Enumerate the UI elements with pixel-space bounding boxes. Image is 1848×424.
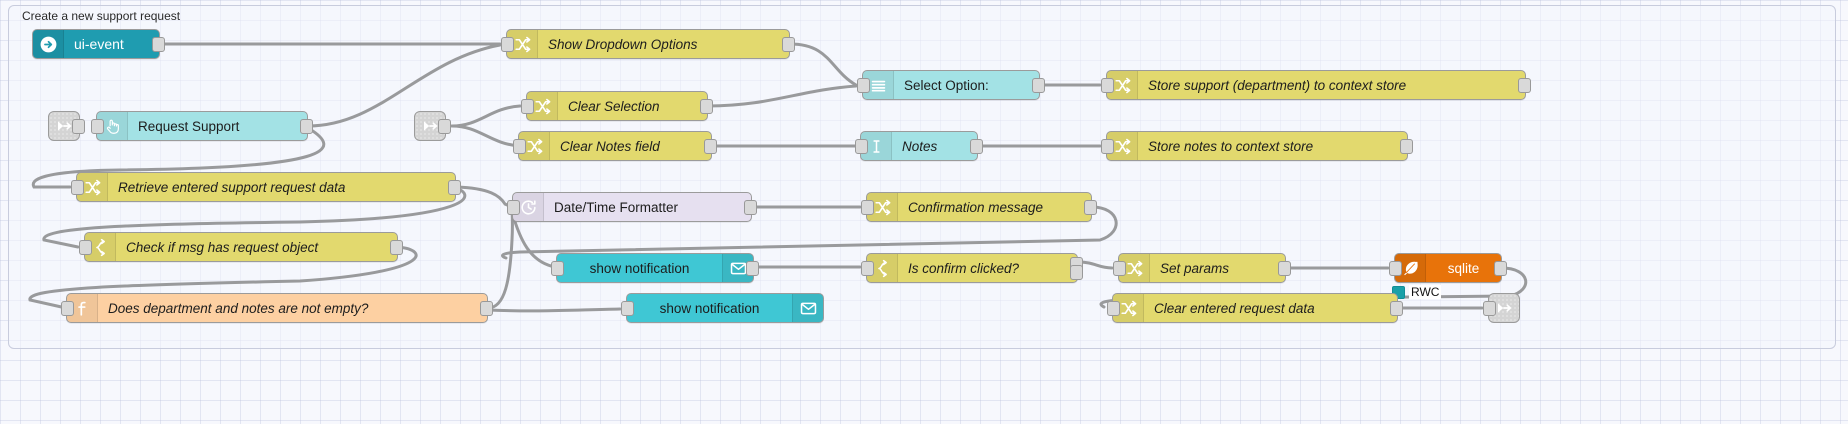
node-department-notes-not-empty[interactable]: Does department and notes are not empty?: [61, 293, 493, 323]
port-input[interactable]: [521, 99, 534, 114]
node-label: show notification: [589, 260, 690, 276]
port-input[interactable]: [71, 180, 84, 195]
node-store-notes[interactable]: Store notes to context store: [1101, 131, 1413, 161]
port-output[interactable]: [1390, 301, 1403, 316]
node-sqlite[interactable]: sqlite: [1389, 253, 1507, 283]
port-output[interactable]: [782, 37, 795, 52]
port-output[interactable]: [72, 119, 85, 134]
node-is-confirm-clicked[interactable]: Is confirm clicked?: [861, 253, 1083, 283]
port-output-2[interactable]: [1070, 265, 1083, 281]
node-notes[interactable]: Notes: [855, 131, 983, 161]
node-label: show notification: [659, 300, 760, 316]
port-output[interactable]: [746, 261, 759, 276]
port-input[interactable]: [855, 139, 868, 154]
group-label: Create a new support request: [22, 9, 181, 23]
port-output[interactable]: [438, 119, 451, 134]
node-label: sqlite: [1447, 260, 1480, 276]
node-datetime-formatter[interactable]: Date/Time Formatter: [507, 192, 757, 222]
port-input[interactable]: [513, 139, 526, 154]
envelope-icon: [792, 294, 823, 322]
node-label: Show Dropdown Options: [548, 36, 698, 52]
port-output[interactable]: [390, 240, 403, 255]
node-label: Clear Notes field: [560, 138, 660, 154]
node-label: Request Support: [138, 118, 240, 134]
node-label: Notes: [902, 138, 938, 154]
port-input[interactable]: [1101, 139, 1114, 154]
status-badge: RWC: [1392, 285, 1442, 299]
port-output[interactable]: [1400, 139, 1413, 154]
port-input[interactable]: [61, 301, 74, 316]
arrow-right-circle-icon: [33, 30, 64, 58]
port-input[interactable]: [91, 119, 104, 134]
node-ui-event[interactable]: ui-event: [32, 29, 165, 59]
node-label: ui-event: [74, 36, 124, 52]
port-output[interactable]: [300, 119, 313, 134]
port-input[interactable]: [857, 78, 870, 93]
node-select-option[interactable]: Select Option:: [857, 70, 1045, 100]
node-clear-selection[interactable]: Clear Selection: [521, 91, 713, 121]
node-confirmation-message[interactable]: Confirmation message: [861, 192, 1097, 222]
port-output[interactable]: [744, 200, 757, 215]
node-show-notification-1[interactable]: show notification: [551, 253, 759, 283]
port-input[interactable]: [551, 261, 564, 276]
port-input[interactable]: [79, 240, 92, 255]
port-output[interactable]: [1518, 78, 1531, 93]
node-clear-entered-request-data[interactable]: Clear entered request data: [1107, 293, 1403, 323]
node-label: Is confirm clicked?: [908, 260, 1020, 276]
node-label: Retrieve entered support request data: [118, 179, 346, 195]
port-output[interactable]: [152, 37, 165, 52]
port-input[interactable]: [507, 200, 520, 215]
node-label: Select Option:: [904, 77, 989, 93]
node-request-support[interactable]: Request Support: [91, 111, 313, 141]
port-input[interactable]: [1101, 78, 1114, 93]
link-in-icon[interactable]: [414, 111, 451, 141]
node-set-params[interactable]: Set params: [1113, 253, 1291, 283]
node-label: Set params: [1160, 260, 1230, 276]
node-store-support-department[interactable]: Store support (department) to context st…: [1101, 70, 1531, 100]
port-output[interactable]: [700, 99, 713, 114]
port-input[interactable]: [861, 261, 874, 276]
port-output[interactable]: [480, 301, 493, 316]
status-text: RWC: [1409, 285, 1442, 299]
change-swap-icon: [1107, 132, 1138, 160]
node-label: Store notes to context store: [1148, 138, 1314, 154]
link-out-icon[interactable]: [1483, 293, 1520, 323]
port-input[interactable]: [621, 301, 634, 316]
node-label: Confirmation message: [908, 199, 1044, 215]
port-input[interactable]: [1483, 301, 1496, 316]
node-clear-notes-field[interactable]: Clear Notes field: [513, 131, 717, 161]
node-check-msg-request-object[interactable]: Check if msg has request object: [79, 232, 403, 262]
port-output[interactable]: [1032, 78, 1045, 93]
port-output[interactable]: [1494, 261, 1507, 276]
node-label: Clear Selection: [568, 98, 660, 114]
port-output[interactable]: [1084, 200, 1097, 215]
node-label: Check if msg has request object: [126, 239, 319, 255]
port-input[interactable]: [1113, 261, 1126, 276]
port-output[interactable]: [448, 180, 461, 195]
node-label: Store support (department) to context st…: [1148, 77, 1407, 93]
port-output[interactable]: [1278, 261, 1291, 276]
node-label: Does department and notes are not empty?: [108, 300, 369, 316]
node-show-dropdown-options[interactable]: Show Dropdown Options: [501, 29, 795, 59]
node-show-notification-2[interactable]: show notification: [621, 293, 824, 323]
link-in-icon[interactable]: [48, 111, 85, 141]
port-input[interactable]: [501, 37, 514, 52]
port-input[interactable]: [1107, 301, 1120, 316]
port-input[interactable]: [861, 200, 874, 215]
port-output[interactable]: [704, 139, 717, 154]
port-input[interactable]: [1389, 261, 1402, 276]
port-output[interactable]: [970, 139, 983, 154]
node-label: Date/Time Formatter: [554, 199, 679, 215]
node-label: Clear entered request data: [1154, 300, 1315, 316]
node-retrieve-request-data[interactable]: Retrieve entered support request data: [71, 172, 461, 202]
